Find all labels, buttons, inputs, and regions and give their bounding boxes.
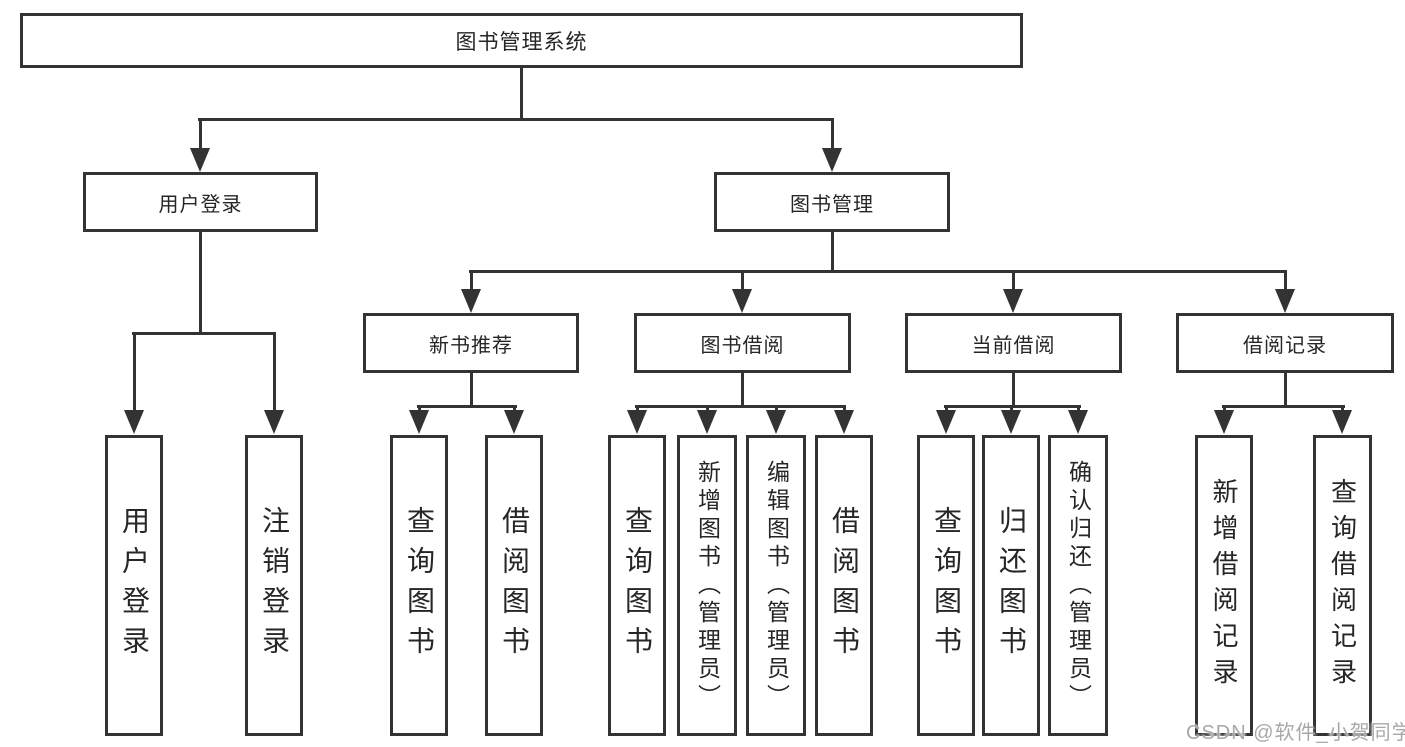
arrowhead-down-icon — [732, 289, 752, 313]
arrowhead-down-icon — [190, 148, 210, 172]
arrowhead-down-icon — [1275, 289, 1295, 313]
node-book-management-branch: 图书管理 — [714, 172, 950, 232]
leaf-query-books-recommend: 查询图书 — [390, 435, 448, 736]
connector-line — [1223, 405, 1226, 412]
leaf-query-books-current-label: 查询图书 — [931, 505, 962, 666]
connector-line — [1341, 405, 1344, 412]
csdn-watermark: CSDN @软件_小贺同学 — [1186, 722, 1405, 744]
leaf-borrow-books-recommend: 借阅图书 — [485, 435, 543, 736]
leaf-add-book-admin: 新增图书（管理员） — [677, 435, 737, 736]
node-book-management-system: 图书管理系统 — [20, 13, 1023, 68]
connector-line — [635, 405, 846, 408]
arrowhead-down-icon — [1003, 289, 1023, 313]
connector-line — [417, 405, 517, 408]
arrowhead-down-icon — [1214, 410, 1234, 434]
leaf-query-borrow-record-label: 查询借阅记录 — [1327, 477, 1358, 694]
node-borrowing-records: 借阅记录 — [1176, 313, 1394, 373]
leaf-logout-label: 注销登录 — [259, 505, 290, 666]
leaf-user-login-label: 用户登录 — [119, 505, 150, 666]
leaf-edit-book-admin-label: 编辑图书（管理员） — [763, 459, 790, 712]
leaf-user-login: 用户登录 — [105, 435, 163, 736]
connector-line — [1010, 405, 1013, 412]
connector-line — [132, 332, 276, 335]
leaf-query-borrow-record: 查询借阅记录 — [1313, 435, 1372, 736]
arrowhead-down-icon — [627, 410, 647, 434]
connector-line — [133, 332, 136, 412]
node-book-borrowing: 图书借阅 — [634, 313, 851, 373]
arrowhead-down-icon — [1068, 410, 1088, 434]
arrowhead-down-icon — [461, 289, 481, 313]
arrowhead-down-icon — [409, 410, 429, 434]
leaf-logout: 注销登录 — [245, 435, 303, 736]
connector-line — [513, 405, 516, 412]
leaf-confirm-return-admin: 确认归还（管理员） — [1048, 435, 1108, 736]
connector-line — [418, 405, 421, 412]
connector-line — [741, 270, 744, 291]
connector-line — [199, 230, 202, 335]
arrowhead-down-icon — [697, 410, 717, 434]
leaf-edit-book-admin: 编辑图书（管理员） — [746, 435, 806, 736]
arrowhead-down-icon — [834, 410, 854, 434]
connector-line — [706, 405, 709, 412]
connector-line — [1222, 405, 1345, 408]
leaf-query-books-borrowing: 查询图书 — [608, 435, 666, 736]
leaf-borrow-books-borrowing: 借阅图书 — [815, 435, 873, 736]
connector-line — [741, 371, 744, 408]
connector-line — [470, 270, 473, 291]
leaf-return-book-label: 归还图书 — [996, 505, 1027, 666]
leaf-query-books-borrowing-label: 查询图书 — [622, 505, 653, 666]
arrowhead-down-icon — [264, 410, 284, 434]
node-new-book-recommend: 新书推荐 — [363, 313, 579, 373]
connector-line — [1077, 405, 1080, 412]
node-user-login-branch: 用户登录 — [83, 172, 318, 232]
leaf-query-books-current: 查询图书 — [917, 435, 975, 736]
node-current-borrowing: 当前借阅 — [905, 313, 1122, 373]
connector-line — [945, 405, 948, 412]
connector-line — [469, 270, 1287, 273]
arrowhead-down-icon — [936, 410, 956, 434]
leaf-add-borrow-record-label: 新增借阅记录 — [1209, 477, 1239, 694]
connector-line — [470, 371, 473, 408]
connector-line — [843, 405, 846, 412]
connector-line — [1284, 371, 1287, 408]
leaf-add-borrow-record: 新增借阅记录 — [1195, 435, 1253, 736]
arrowhead-down-icon — [1001, 410, 1021, 434]
arrowhead-down-icon — [124, 410, 144, 434]
leaf-confirm-return-admin-label: 确认归还（管理员） — [1065, 459, 1092, 712]
connector-line — [520, 66, 523, 121]
arrowhead-down-icon — [822, 148, 842, 172]
arrowhead-down-icon — [1332, 410, 1352, 434]
connector-line — [273, 332, 276, 412]
arrowhead-down-icon — [766, 410, 786, 434]
connector-line — [1012, 371, 1015, 408]
connector-line — [198, 118, 834, 121]
connector-line — [1012, 270, 1015, 291]
connector-line — [1284, 270, 1287, 291]
leaf-query-books-recommend-label: 查询图书 — [404, 505, 435, 666]
connector-line — [636, 405, 639, 412]
connector-line — [831, 118, 834, 151]
connector-line — [831, 230, 834, 273]
leaf-borrow-books-recommend-label: 借阅图书 — [499, 505, 530, 666]
connector-line — [775, 405, 778, 412]
arrowhead-down-icon — [504, 410, 524, 434]
connector-line — [199, 118, 202, 151]
leaf-borrow-books-borrowing-label: 借阅图书 — [829, 505, 860, 666]
leaf-return-book: 归还图书 — [982, 435, 1040, 736]
leaf-add-book-admin-label: 新增图书（管理员） — [694, 459, 721, 712]
